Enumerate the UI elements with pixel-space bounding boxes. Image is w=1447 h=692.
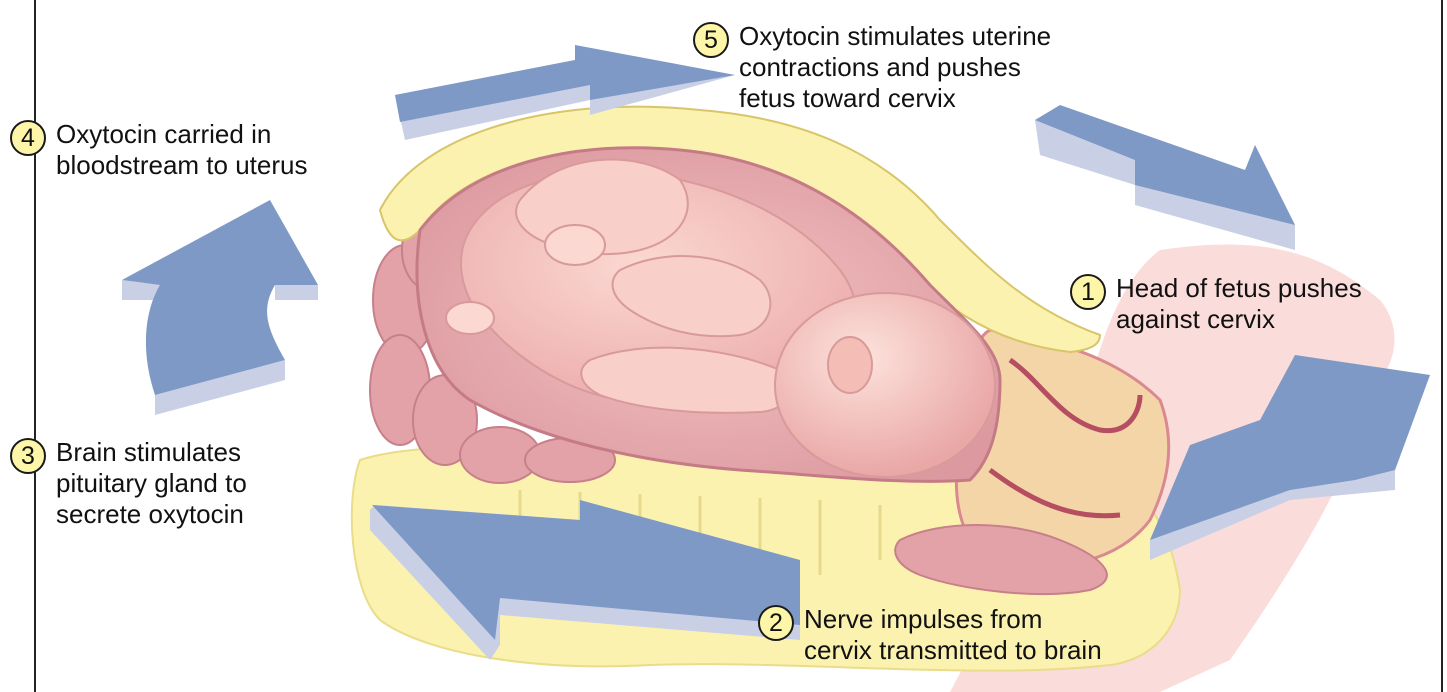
step-4-badge: 4	[10, 120, 46, 156]
fetus-foot	[545, 225, 605, 265]
step-2-badge: 2	[758, 605, 794, 641]
step-2: 2 Nerve impulses from cervix transmitted…	[758, 604, 1102, 666]
fetus-ear	[828, 337, 872, 393]
step-1-label: Head of fetus pushes against cervix	[1116, 273, 1362, 335]
step-1: 1 Head of fetus pushes against cervix	[1070, 273, 1362, 335]
step-3-label: Brain stimulates pituitary gland to secr…	[56, 437, 247, 530]
fetus-hand	[446, 302, 494, 334]
arrow-left-up	[122, 200, 318, 415]
fetus-head	[775, 293, 995, 477]
step-5-label: Oxytocin stimulates uterine contractions…	[739, 21, 1051, 114]
step-5: 5 Oxytocin stimulates uterine contractio…	[693, 21, 1051, 114]
step-3-badge: 3	[10, 438, 46, 474]
step-3: 3 Brain stimulates pituitary gland to se…	[10, 437, 247, 530]
step-1-badge: 1	[1070, 274, 1106, 310]
step-2-label: Nerve impulses from cervix transmitted t…	[804, 604, 1102, 666]
step-4: 4 Oxytocin carried in bloodstream to ute…	[10, 119, 307, 181]
arrow-right-down	[1035, 105, 1295, 250]
step-5-badge: 5	[693, 22, 729, 58]
step-4-label: Oxytocin carried in bloodstream to uteru…	[56, 119, 307, 181]
